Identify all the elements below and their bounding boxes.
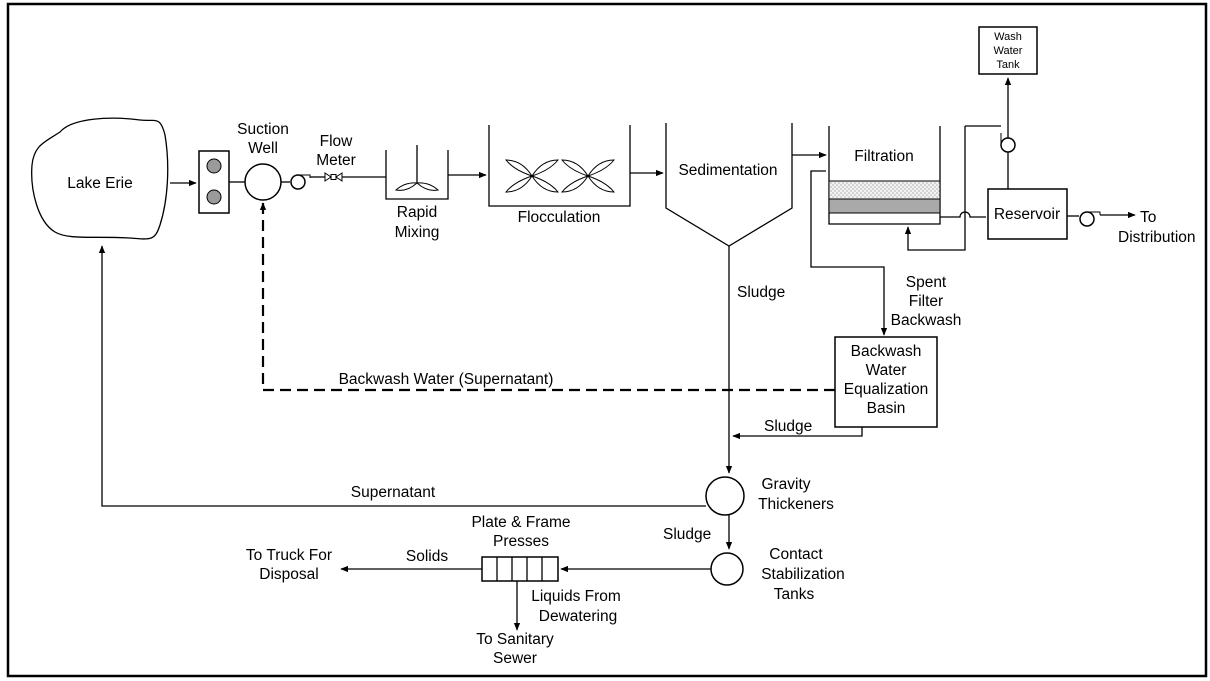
flow-meter-icon (324, 172, 343, 182)
spent-backwash-label-3: Backwash (891, 312, 962, 329)
sewer-label-2: Sewer (493, 650, 537, 667)
line-backwash-supernatant-return (259, 202, 835, 392)
contact-label-3: Tanks (774, 586, 815, 603)
gravity-label-1: Gravity (761, 476, 810, 493)
liquids-label-2: Dewatering (539, 608, 617, 625)
spent-backwash-label-2: Filter (909, 293, 943, 310)
wash-tank-label-2: Water (994, 45, 1023, 57)
filter-media-gravel (828, 198, 941, 214)
rapid-mixer-impeller-icon (394, 145, 440, 191)
reservoir-label: Reservoir (994, 206, 1060, 223)
flocculator-paddle-icon-2 (560, 159, 616, 193)
suction-well-label-1: Suction (237, 121, 289, 138)
sewer-label-1: To Sanitary (476, 631, 554, 648)
flocculation-label: Flocculation (518, 209, 601, 226)
contact-label-2: Stabilization (761, 566, 845, 583)
eq-basin-label-3: Equalization (844, 381, 928, 398)
press-label-1: Plate & Frame (471, 514, 570, 531)
thickener-sludge-label: Sludge (663, 526, 711, 543)
distribution-label-1: To (1140, 209, 1156, 226)
wash-tank-label-3: Tank (996, 59, 1020, 71)
backwash-supernatant-label: Backwash Water (Supernatant) (339, 371, 554, 388)
flocculator-paddle-icon-1 (504, 159, 560, 193)
eq-basin-label-2: Water (866, 362, 907, 379)
wash-tank-label-1: Wash (994, 31, 1022, 43)
distribution-label-2: Distribution (1118, 229, 1196, 246)
lake-erie-label: Lake Erie (67, 175, 132, 192)
suction-well-label-2: Well (248, 140, 278, 157)
truck-label-1: To Truck For (246, 547, 332, 564)
intake-pump-icon (290, 174, 311, 190)
line-backwash-supply (904, 126, 966, 251)
reservoir-box (987, 188, 1068, 240)
eq-basin-label-1: Backwash (851, 343, 922, 360)
plate-frame-press (481, 556, 559, 582)
press-label-2: Presses (493, 533, 549, 550)
backwash-pump-icon (1000, 133, 1016, 153)
sedimentation-label: Sedimentation (678, 162, 777, 179)
wash-water-tank (978, 26, 1038, 75)
gravity-thickener (705, 476, 745, 516)
rapid-mixing-label-1: Rapid (397, 204, 438, 221)
suction-well (244, 163, 282, 201)
contact-label-1: Contact (769, 546, 823, 563)
spent-backwash-label-1: Spent (906, 274, 947, 291)
rapid-mixing-label-2: Mixing (395, 224, 440, 241)
flow-meter-label-1: Flow (320, 133, 354, 150)
sed-sludge-label: Sludge (737, 284, 785, 301)
diagram-border (6, 2, 1208, 678)
distribution-pump-icon (1079, 211, 1101, 227)
eq-basin-label-4: Basin (867, 400, 906, 417)
gravity-label-2: Thickeners (758, 496, 834, 513)
flocculation-tank (488, 125, 631, 207)
flow-meter-label-2: Meter (316, 152, 356, 169)
screen-disc-top (206, 158, 222, 174)
line-spent-backwash (810, 170, 888, 336)
filtration-unit (828, 126, 941, 225)
eq-sludge-label: Sludge (764, 418, 812, 435)
line-supernatant-to-lake (98, 245, 706, 507)
filter-media-sand (828, 180, 941, 200)
liquids-label-1: Liquids From (531, 588, 621, 605)
equalization-basin (834, 336, 938, 428)
contact-stabilization-tank (710, 552, 744, 586)
sedimentation-basin (665, 123, 793, 247)
truck-label-2: Disposal (259, 566, 318, 583)
line-filter-to-reservoir (940, 211, 986, 218)
supernatant-label: Supernatant (351, 484, 436, 501)
screen-disc-bottom (206, 189, 222, 205)
line-eq-sludge (732, 427, 863, 440)
filtration-label: Filtration (854, 148, 913, 165)
solids-label: Solids (406, 548, 448, 565)
lake-erie-shape (31, 117, 169, 240)
